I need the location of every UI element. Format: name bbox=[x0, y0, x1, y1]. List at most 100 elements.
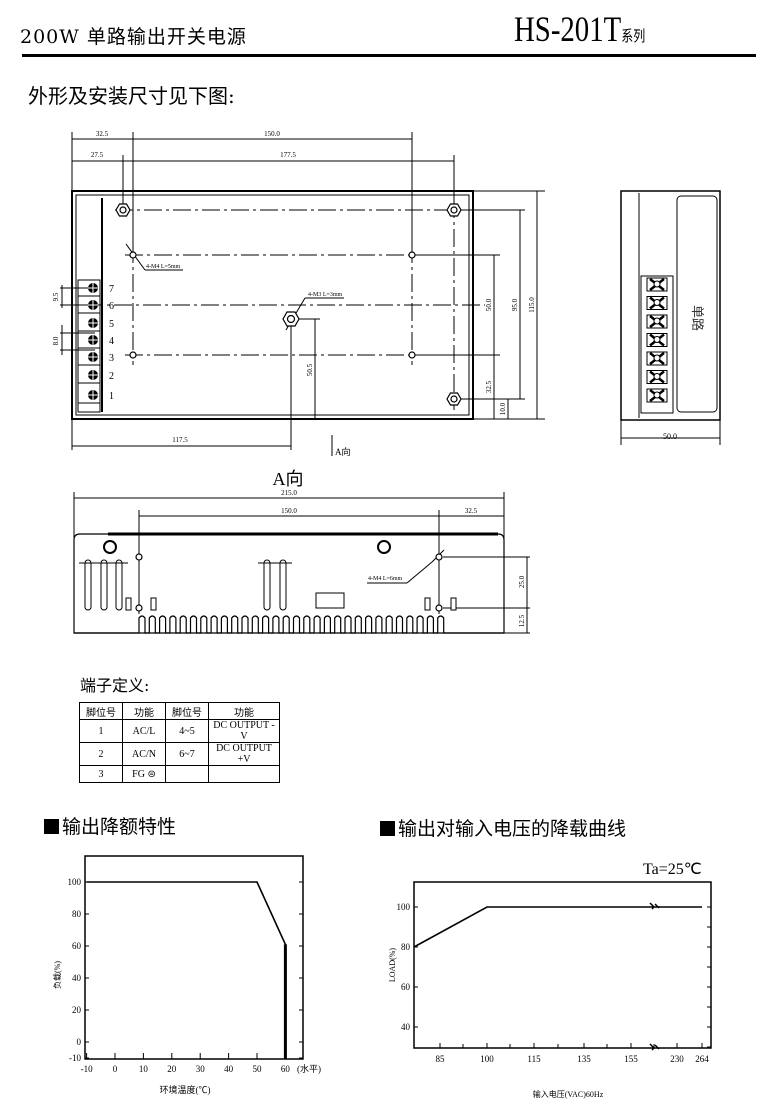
terminal-number: 5 bbox=[109, 319, 114, 330]
model-title: HS-201T系列 bbox=[514, 8, 645, 50]
side-view-body bbox=[620, 190, 721, 421]
cell bbox=[165, 765, 209, 783]
a-view-hole bbox=[435, 553, 443, 561]
vent-slot bbox=[424, 597, 431, 611]
header-cell: 脚位号 bbox=[79, 702, 123, 720]
side-terminal-icon bbox=[646, 296, 668, 310]
dim-label: 9.5 bbox=[52, 292, 60, 301]
y-tick-label: 60 bbox=[401, 982, 411, 992]
chart-frame bbox=[84, 855, 304, 1060]
dim-label: 215.0 bbox=[281, 489, 297, 497]
series-suffix: 系列 bbox=[621, 29, 646, 45]
y-tick-label: 60 bbox=[72, 941, 82, 951]
dim-label: 32.5 bbox=[485, 380, 493, 393]
x-tick-label: 100 bbox=[480, 1054, 494, 1064]
x-tick-label: 40 bbox=[224, 1064, 234, 1074]
dim-label: 117.5 bbox=[172, 436, 188, 444]
x-tick-label: 115 bbox=[527, 1054, 541, 1064]
dim-label: 32.5 bbox=[465, 507, 478, 515]
y-axis-label: LOAD(%) bbox=[388, 948, 397, 983]
view-arrow-label: A向 bbox=[335, 446, 351, 457]
x-tick-label: 135 bbox=[577, 1054, 591, 1064]
x-tick-label: 85 bbox=[436, 1054, 446, 1064]
y-tick-label: 80 bbox=[72, 909, 82, 919]
section-title: 输出降额特性 bbox=[62, 816, 177, 838]
y-tick-label: 0 bbox=[77, 1037, 82, 1047]
vent-slot bbox=[100, 559, 108, 611]
cell: 2 bbox=[79, 742, 123, 766]
m3-callout: 4-M3 L=3mm bbox=[308, 292, 343, 298]
section-input-derating: 输出对输入电压的降载曲线 bbox=[380, 814, 626, 841]
a-view-title: A向 bbox=[273, 469, 304, 489]
cell: FG ⊜ bbox=[122, 765, 166, 783]
mount-hole bbox=[129, 251, 137, 259]
a-view-callout: 4-M4 L=6mm bbox=[368, 576, 403, 582]
section-derating: 输出降额特性 bbox=[44, 812, 176, 839]
vent-slot bbox=[150, 597, 157, 611]
mechanical-drawing: 32.5 150.0 27.5 177.5 117.5 9.5 8.0 50.0… bbox=[52, 130, 721, 634]
vent-slot bbox=[450, 597, 457, 611]
vent-slot bbox=[115, 559, 123, 611]
x-tick-label: 50 bbox=[253, 1064, 263, 1074]
terminal-screw-icon bbox=[78, 370, 100, 384]
mount-hole bbox=[408, 251, 416, 259]
y-tick-label: 100 bbox=[68, 877, 82, 887]
dim-label: 150.0 bbox=[264, 130, 280, 138]
vent-slot bbox=[279, 559, 287, 611]
dim-label: 50.0 bbox=[485, 298, 493, 311]
cell: DC OUTPUT +V bbox=[208, 742, 280, 766]
vent-slot bbox=[84, 559, 92, 611]
table-header-row: 脚位号 功能 脚位号 功能 bbox=[79, 702, 280, 720]
terminal-screw-icon bbox=[78, 335, 100, 349]
x-tick-label: 0 bbox=[113, 1064, 118, 1074]
side-terminal-block bbox=[640, 275, 674, 414]
cell bbox=[208, 765, 280, 783]
m4-callout: 4-M4 L=5mm bbox=[146, 264, 181, 270]
terminal-screw-icon bbox=[78, 283, 100, 297]
load-line bbox=[413, 906, 702, 948]
x-tick-label: 30 bbox=[196, 1064, 206, 1074]
dim-label: 10.0 bbox=[499, 402, 507, 415]
bullet-square-icon bbox=[380, 821, 395, 836]
mount-hole bbox=[129, 351, 137, 359]
intro-text: 外形及安装尺寸见下图: bbox=[28, 84, 235, 108]
dim-label: 50.5 bbox=[306, 363, 314, 376]
dim-label: 177.5 bbox=[280, 151, 296, 159]
side-label: 单路 bbox=[690, 305, 705, 331]
document-subtitle: 200W 单路输出开关电源 bbox=[20, 26, 247, 48]
dim-label: 150.0 bbox=[281, 507, 297, 515]
x-unit-note: (水平) bbox=[297, 1063, 321, 1074]
fan-screw-icon bbox=[377, 540, 391, 554]
header-cell: 功能 bbox=[122, 702, 166, 720]
x-axis-label: 环境温度(℃) bbox=[160, 1084, 211, 1095]
side-terminal-icon bbox=[646, 351, 668, 366]
cell: AC/N bbox=[122, 742, 166, 766]
dim-label: 32.5 bbox=[96, 130, 109, 138]
header-cell: 脚位号 bbox=[165, 702, 209, 720]
dim-label: 12.5 bbox=[518, 614, 526, 627]
cell: AC/L bbox=[122, 719, 166, 743]
model-number: HS-201T bbox=[514, 9, 622, 49]
y-tick-label: -10 bbox=[69, 1053, 81, 1063]
dim-label: 8.0 bbox=[52, 336, 60, 345]
terminal-screw-icon bbox=[78, 390, 100, 404]
cell: 4~5 bbox=[165, 719, 209, 743]
fan-screw-icon bbox=[103, 540, 117, 554]
dim-label: 115.0 bbox=[528, 297, 536, 313]
derating-line bbox=[86, 881, 287, 1058]
x-tick-label: 230 bbox=[670, 1054, 684, 1064]
side-dim-label: 50.0 bbox=[663, 432, 677, 441]
axis-break-icon bbox=[649, 1043, 660, 1051]
side-terminal-icon bbox=[646, 333, 668, 347]
y-tick-label: 20 bbox=[72, 1005, 82, 1015]
cell: DC OUTPUT -V bbox=[208, 719, 280, 743]
y-tick-label: 40 bbox=[72, 973, 82, 983]
bullet-square-icon bbox=[44, 819, 59, 834]
y-tick-label: 80 bbox=[401, 942, 411, 952]
a-view-cutout bbox=[315, 592, 345, 609]
mount-hole bbox=[408, 351, 416, 359]
terminal-number: 7 bbox=[109, 284, 114, 295]
terminal-number: 4 bbox=[109, 336, 114, 347]
